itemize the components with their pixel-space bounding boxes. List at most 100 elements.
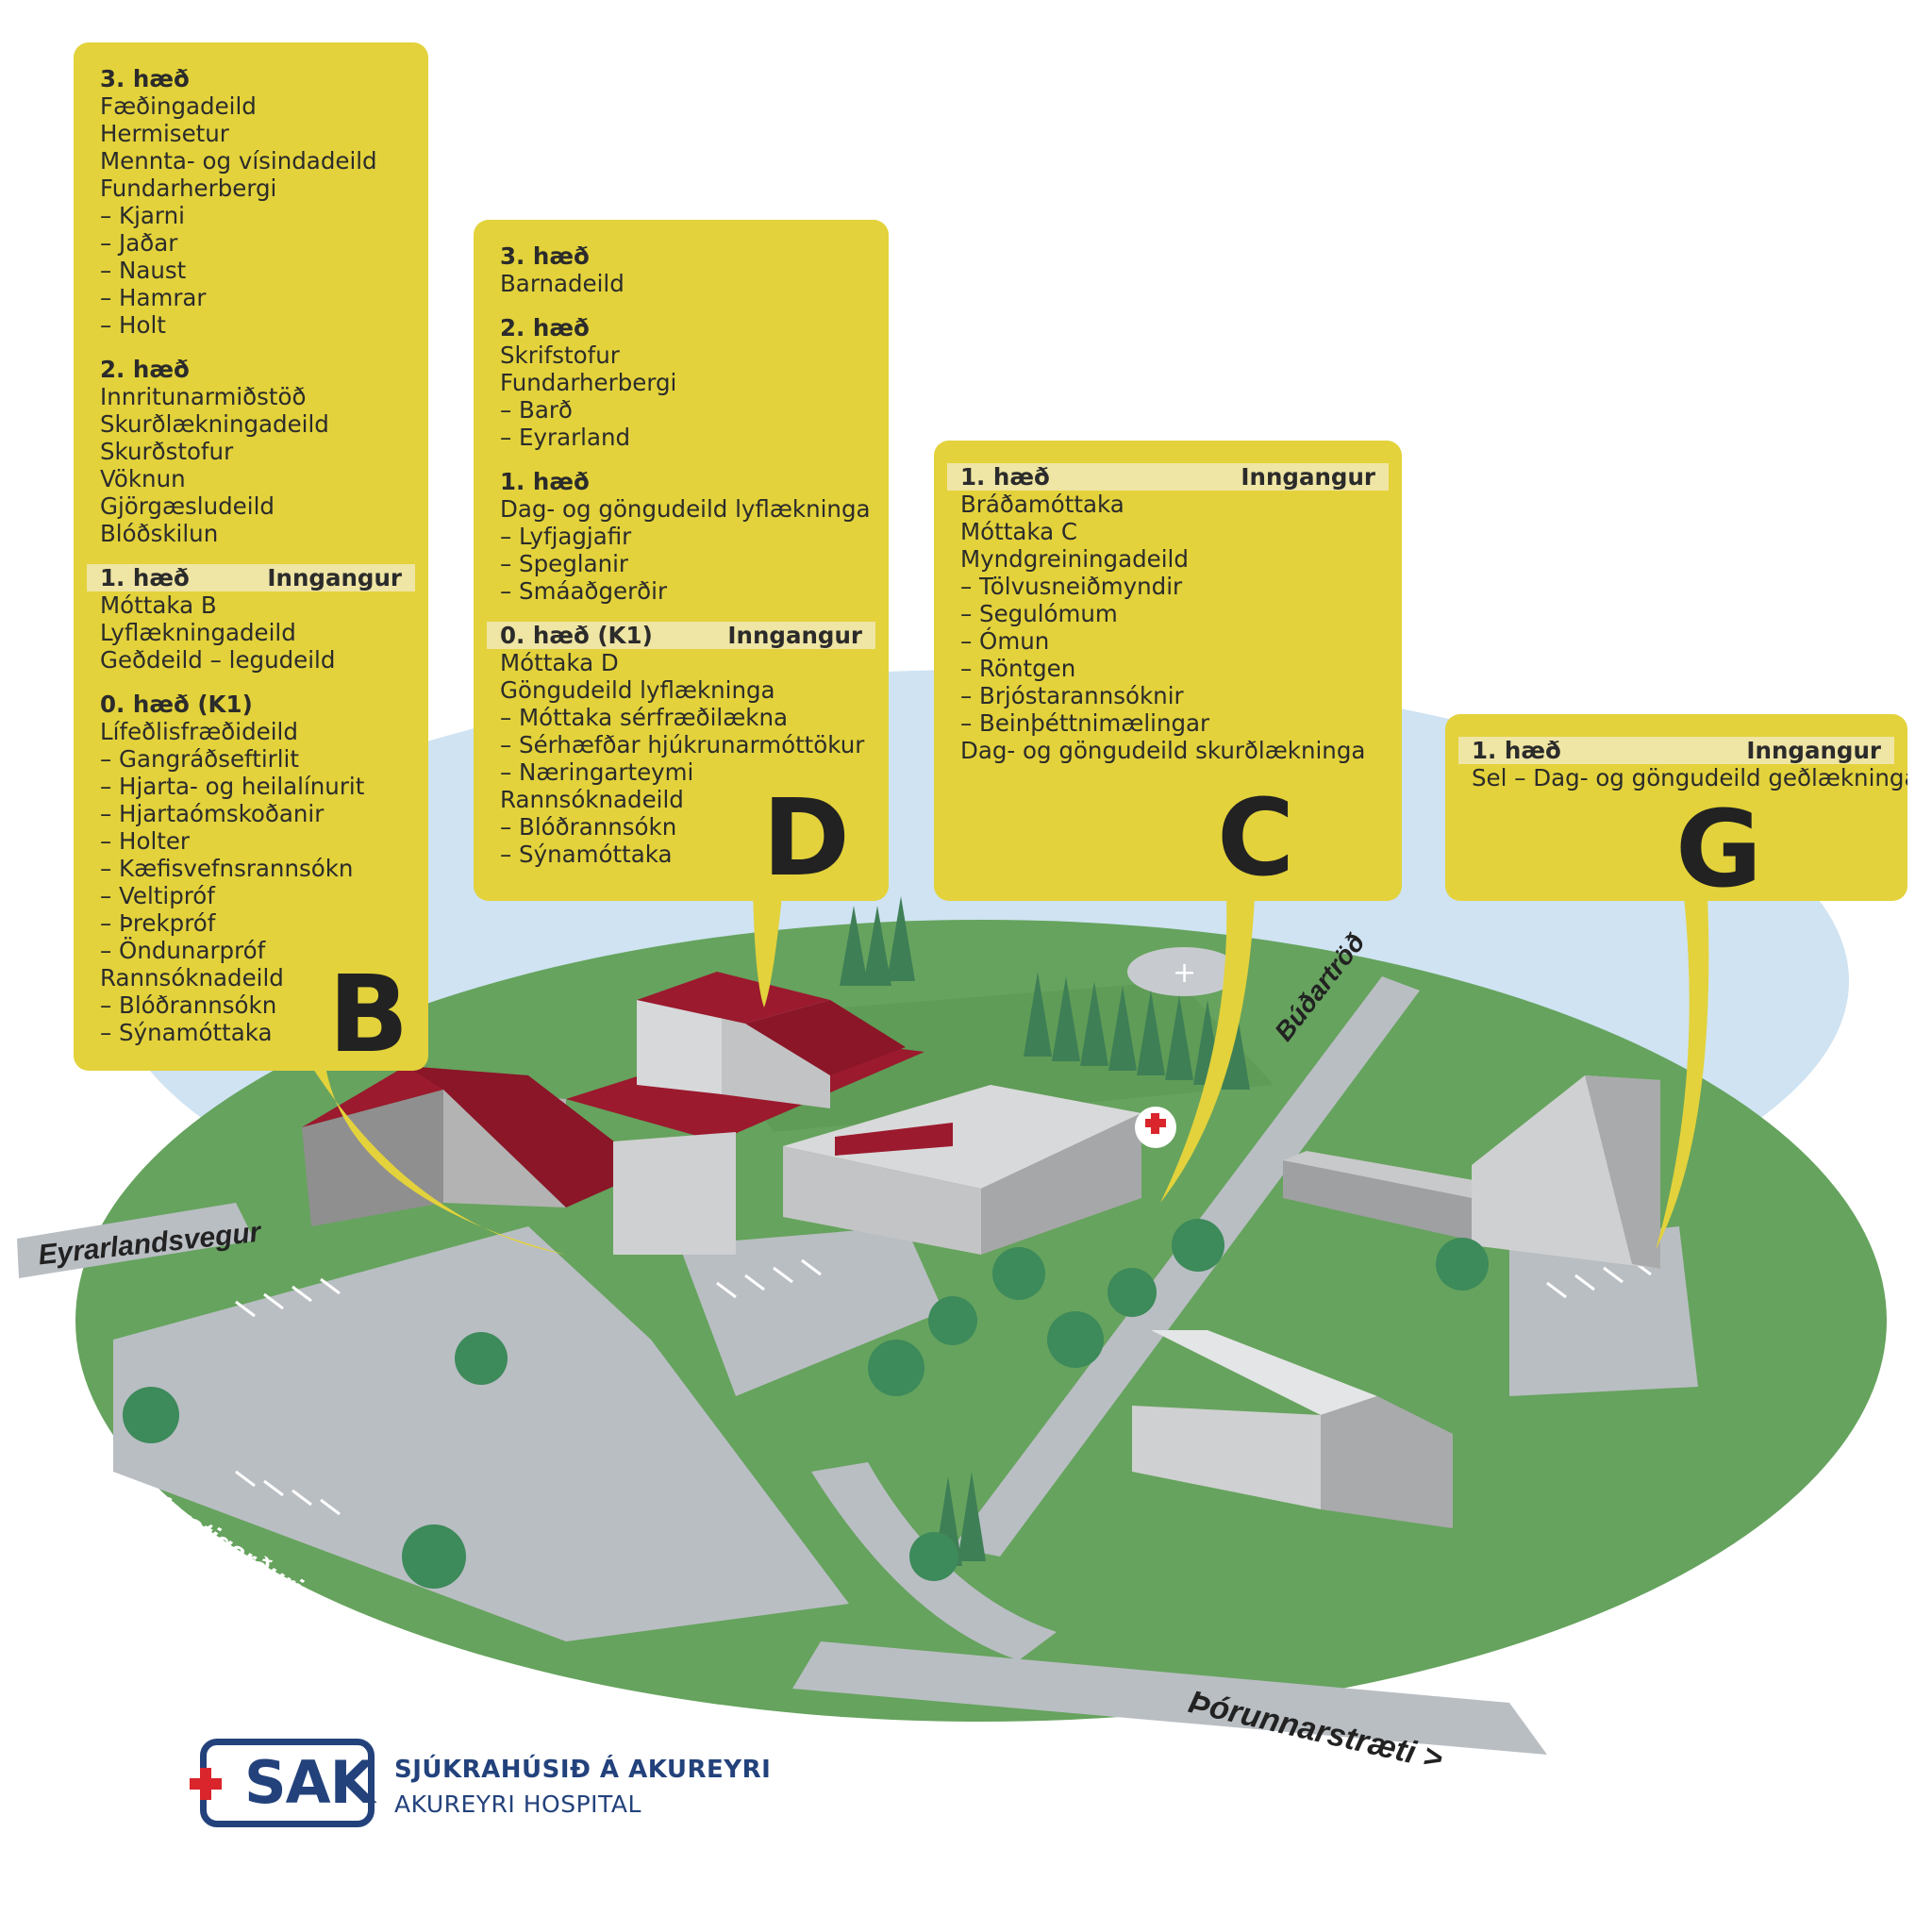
- building-g: [1283, 1075, 1660, 1269]
- floor-block: 2. hæð Skrifstofur Fundarherbergi – Barð…: [500, 314, 862, 451]
- list-item: Fæðingadeild: [100, 92, 257, 120]
- list-item: Skrifstofur: [500, 341, 620, 369]
- floor-block: 3. hæð Barnadeild: [500, 242, 862, 297]
- floor-heading-entrance: 1. hæð Inngangur: [1458, 737, 1894, 764]
- hospital-name-is: SJÚKRAHÚSIÐ Á AKUREYRI: [394, 1756, 772, 1784]
- building-warehouse: [1132, 1330, 1453, 1528]
- sak-logo: SAK: [190, 1739, 375, 1827]
- floor-block: 1. hæð Inngangur Bráðamóttaka Móttaka C …: [947, 463, 1389, 764]
- list-item: – Móttaka sérfræðilækna: [500, 704, 789, 731]
- callout-building-d: 3. hæð Barnadeild 2. hæð Skrifstofur Fun…: [474, 220, 889, 901]
- list-item: – Hamrar: [100, 284, 207, 311]
- list-item: Lífeðlisfræðideild: [100, 718, 298, 745]
- list-item: Skurðlækningadeild: [100, 410, 329, 438]
- list-item: – Smáaðgerðir: [500, 577, 668, 605]
- list-item: Rannsóknadeild: [100, 964, 284, 991]
- callout-building-b: 3. hæð Fæðingadeild Hermisetur Mennta- o…: [74, 42, 428, 1071]
- list-item: – Röntgen: [960, 655, 1076, 682]
- list-item: Mennta- og vísindadeild: [100, 147, 377, 175]
- floor-heading-entrance: 1. hæð Inngangur: [87, 564, 415, 591]
- list-item: – Holt: [100, 311, 166, 339]
- list-item: Blóðskilun: [100, 520, 219, 547]
- list-item: – Brjóstarannsóknir: [960, 682, 1184, 709]
- floor-heading: 0. hæð (K1): [100, 691, 253, 718]
- road-thorunnarstraeti-shape: [792, 1641, 1547, 1755]
- list-item: – Sérhæfðar hjúkrunarmóttökur: [500, 731, 865, 758]
- callout-building-c: 1. hæð Inngangur Bráðamóttaka Móttaka C …: [934, 441, 1402, 901]
- list-item: – Holter: [100, 827, 191, 855]
- list-item: – Eyrarland: [500, 424, 631, 451]
- building-letter-g: G: [1675, 789, 1762, 901]
- list-item: – Barð: [500, 396, 573, 424]
- list-item: – Öndunarpróf: [100, 937, 266, 964]
- floor-heading: 1. hæð: [960, 463, 1050, 491]
- list-item: Rannsóknadeild: [500, 786, 684, 813]
- list-item: – Naust: [100, 257, 187, 284]
- floor-heading: 1. hæð: [500, 468, 590, 495]
- floor-block: 0. hæð (K1) Lífeðlisfræðideild – Gangráð…: [100, 691, 402, 1046]
- list-item: – Sýnamóttaka: [500, 841, 673, 868]
- floor-heading-entrance: 1. hæð Inngangur: [947, 463, 1389, 491]
- list-item: – Veltipróf: [100, 882, 215, 909]
- floor-heading: 3. hæð: [100, 65, 190, 92]
- floor-heading: 3. hæð: [500, 242, 590, 270]
- list-item: Sel – Dag- og göngudeild geðlækninga: [1472, 764, 1907, 791]
- list-item: Móttaka D: [500, 649, 619, 676]
- list-item: Móttaka C: [960, 518, 1078, 545]
- list-item: Dag- og göngudeild lyflækninga: [500, 495, 871, 523]
- parking-area-right: [1509, 1226, 1698, 1396]
- building-letter-c: C: [1217, 777, 1295, 900]
- building-d: [637, 972, 906, 1108]
- list-item: Dag- og göngudeild skurðlækninga: [960, 737, 1366, 764]
- list-item: – Blóðrannsókn: [100, 991, 277, 1019]
- list-item: – Kjarni: [100, 202, 185, 229]
- entrance-label: Inngangur: [267, 564, 402, 591]
- floor-heading: 2. hæð: [500, 314, 590, 341]
- list-item: – Ómun: [960, 627, 1050, 655]
- list-item: – Sýnamóttaka: [100, 1019, 273, 1046]
- list-item: Skurðstofur: [100, 438, 234, 465]
- floor-heading: 1. hæð: [1472, 737, 1561, 764]
- list-item: Geðdeild – legudeild: [100, 646, 336, 674]
- floor-block: 0. hæð (K1) Inngangur Móttaka D Göngudei…: [487, 622, 875, 868]
- entrance-label: Inngangur: [727, 622, 862, 649]
- red-cross-icon: [190, 1768, 222, 1800]
- list-item: – Næringarteymi: [500, 758, 694, 786]
- list-item: Móttaka B: [100, 591, 217, 619]
- road-eyrarlandsvegur-shape: [17, 1203, 255, 1278]
- list-item: Fundarherbergi: [500, 369, 677, 396]
- floor-heading: 0. hæð (K1): [500, 622, 653, 649]
- list-item: – Hjarta- og heilalínurit: [100, 773, 365, 800]
- building-letter-d: D: [762, 777, 850, 900]
- list-item: Göngudeild lyflækninga: [500, 676, 775, 704]
- hospital-name-en: AKUREYRI HOSPITAL: [394, 1790, 641, 1818]
- list-item: – Beinþéttnimælingar: [960, 709, 1210, 737]
- shrubs: [123, 1219, 1489, 1589]
- parking-stripes: [235, 1258, 1652, 1516]
- floor-heading: 2. hæð: [100, 356, 190, 383]
- list-item: – Blóðrannsókn: [500, 813, 677, 841]
- callout-building-g: 1. hæð Inngangur Sel – Dag- og göngudeil…: [1445, 714, 1907, 901]
- helipad: [1127, 947, 1241, 996]
- floor-block: 2. hæð Innritunarmiðstöð Skurðlækningade…: [100, 356, 402, 547]
- building-letter-b: B: [328, 954, 409, 1071]
- parking-area-center: [679, 1226, 943, 1396]
- floor-block: 3. hæð Fæðingadeild Hermisetur Mennta- o…: [100, 65, 402, 339]
- floor-heading-entrance: 0. hæð (K1) Inngangur: [487, 622, 875, 649]
- floor-block: 1. hæð Inngangur Móttaka B Lyflækningade…: [87, 564, 415, 674]
- list-item: Innritunarmiðstöð: [100, 383, 307, 410]
- list-item: Myndgreiningadeild: [960, 545, 1189, 573]
- callout-tail-g: [1656, 896, 1709, 1250]
- list-item: – Kæfisvefnsrannsókn: [100, 855, 354, 882]
- list-item: – Þrekpróf: [100, 909, 216, 937]
- list-item: – Hjartaómskoðanir: [100, 800, 325, 827]
- helipad-mark: +: [1173, 957, 1196, 990]
- entrance-label: Inngangur: [1241, 463, 1375, 491]
- emergency-cross-icon: [1135, 1107, 1176, 1148]
- list-item: Lyflækningadeild: [100, 619, 296, 646]
- logo-mark: SAK: [244, 1748, 375, 1817]
- parking-area-left: [113, 1226, 849, 1641]
- list-item: Barnadeild: [500, 270, 625, 297]
- list-item: Bráðamóttaka: [960, 491, 1124, 518]
- list-item: – Lyfjagjafir: [500, 523, 632, 550]
